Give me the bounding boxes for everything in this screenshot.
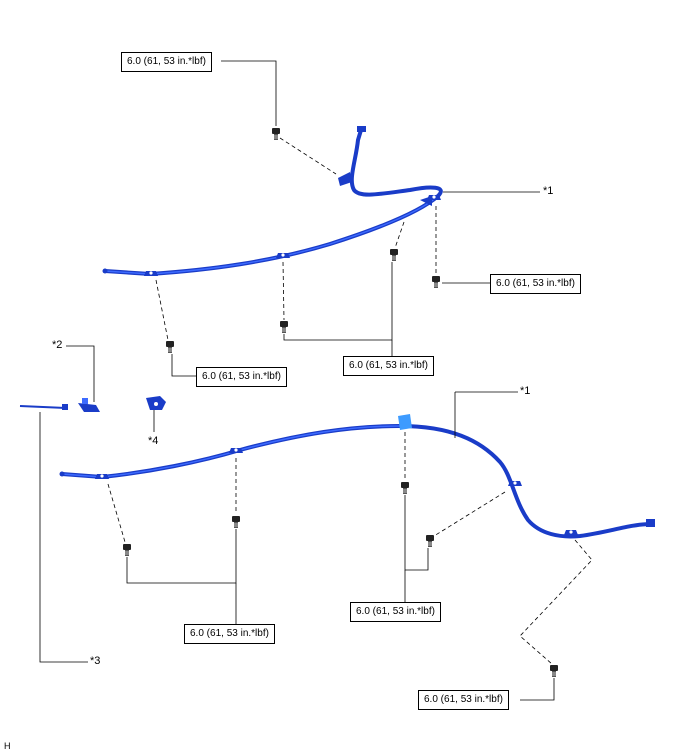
torque-spec-label: 6.0 (61, 53 in.*lbf) [418,690,509,710]
figure-code: H [4,741,11,751]
bolt-icon [549,664,559,678]
bolt-icon [431,275,441,289]
bolt-icon [122,543,132,557]
cable-clamp-icon [276,253,290,258]
cable-clamp-icon [144,271,158,276]
lower-leaders [126,391,555,701]
harness-connector-icon [146,396,166,410]
lower-fasteners [107,432,593,665]
torque-spec-label: 6.0 (61, 53 in.*lbf) [184,624,275,644]
callout-1-upper: *1 [543,185,554,197]
bolt-icon [400,481,410,495]
callout-4: *4 [148,435,159,447]
cable-clamp-icon [229,448,243,453]
upper-leaders [171,60,540,377]
torque-spec-label: 6.0 (61, 53 in.*lbf) [343,356,434,376]
callout-1-lower: *1 [520,385,531,397]
cable-clamp-icon [427,195,441,200]
harness-connector-icon [19,404,68,410]
lower-harness-assembly [59,414,655,539]
bolt-icon [425,534,435,548]
torque-spec-label: 6.0 (61, 53 in.*lbf) [490,274,581,294]
bolt-icon [389,248,399,262]
bolt-icon [271,127,281,141]
small-part-leaders [39,345,155,663]
callout-3: *3 [90,655,101,667]
upper-fasteners [155,137,437,341]
callout-2: *2 [52,339,63,351]
cable-clamp-icon [95,474,109,479]
torque-spec-label: 6.0 (61, 53 in.*lbf) [350,602,441,622]
cable-clamp-icon [564,530,578,535]
cable-clamp-icon [508,481,522,486]
bolt-icon [231,515,241,529]
bolt-icon [165,340,175,354]
torque-spec-label: 6.0 (61, 53 in.*lbf) [121,52,212,72]
torque-spec-label: 6.0 (61, 53 in.*lbf) [196,367,287,387]
harness-connector-icon [78,398,100,412]
bolt-icon [279,320,289,334]
upper-harness-assembly [102,126,443,277]
